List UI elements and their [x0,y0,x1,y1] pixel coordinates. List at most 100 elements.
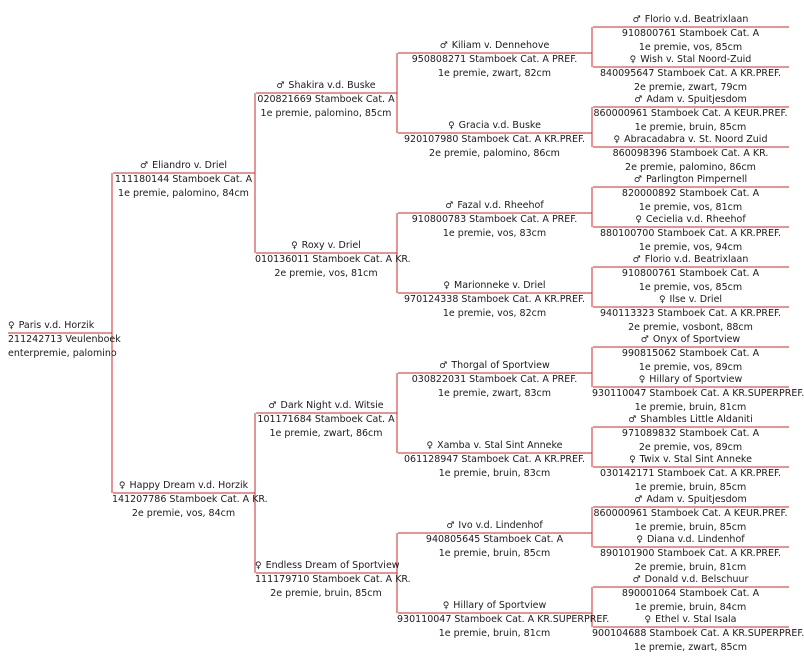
sex-icon: ♂ [632,575,641,585]
horse-name-line: ♀Hillary of Sportview [397,599,592,613]
sex-icon: ♂ [640,335,649,345]
horse-name-line: ♂Ivo v.d. Lindenhof [397,519,592,533]
sex-icon: ♀ [629,455,636,465]
horse-name: Donald v.d. Belschuur [644,574,749,585]
sex-icon: ♂ [628,415,637,425]
sex-icon: ♀ [8,321,15,331]
horse-name: Twix v. Stal Sint Anneke [639,454,752,465]
horse-node-gen5-13[interactable]: ♂Adam v. Spuitjesdom 860000961 Stamboek C… [592,493,789,534]
sex-icon: ♀ [644,615,652,625]
horse-name: Wish v. Stal Noord-Zuid [640,54,752,65]
premium-line: 1e premie, bruin, 83cm [438,467,551,479]
premium-line: 2e premie, bruin, 85cm [270,587,382,599]
horse-name-line: ♀Wish v. Stal Noord-Zuid [592,53,789,67]
horse-node-gen5-12[interactable]: ♀Twix v. Stal Sint Anneke 030142171 Stamb… [592,453,789,494]
horse-name-line: ♀Ilse v. Driel [592,293,789,307]
horse-name-line: ♀Gracia v.d. Buske [397,119,592,133]
horse-name-line: ♂Thorgal of Sportview [397,359,592,373]
sex-icon: ♂ [139,161,149,171]
premium-line: 2e premie, vos, 89cm [638,441,743,453]
sex-icon: ♀ [426,441,434,451]
horse-name-line: ♂Fazal v.d. Rheehof [397,199,592,213]
horse-name-line: ♂Onyx of Sportview [592,333,789,347]
premium-line: 1e premie, vos, 94cm [638,241,743,253]
registration-line: 860000961 Stamboek Cat. A KEUR.PREF. [593,508,788,520]
sex-icon: ♂ [276,81,285,91]
sex-icon: ♀ [629,55,637,65]
horse-name: Gracia v.d. Buske [458,120,541,131]
horse-name: Roxy v. Driel [301,240,361,251]
sex-icon: ♂ [634,495,643,505]
registration-line: 890001064 Stamboek Cat. A [621,588,760,600]
registration-line: 940113323 Stamboek Cat. A KR.PREF. [600,308,781,320]
registration-line: 940805645 Stamboek Cat. A [425,534,564,546]
registration-line: 061128947 Stamboek Cat. A KR.PREF. [404,454,585,466]
registration-line: 920107980 Stamboek Cat. A KR.PREF. [404,134,585,146]
horse-name-line: ♂Donald v.d. Belschuur [592,573,789,587]
premium-line: 1e premie, palomino, 85cm [260,107,392,119]
premium-line: 1e premie, vos, 85cm [638,281,743,293]
horse-name: Parlington Pimpernell [645,174,748,185]
premium-line: 2e premie, palomino, 86cm [625,161,756,173]
horse-name: Happy Dream v.d. Horzik [129,480,249,491]
horse-name: Adam v. Spuitjesdom [646,94,747,105]
horse-name: Cecielia v.d. Rheehof [645,214,746,225]
premium-line: 2e premie, vosbont, 88cm [628,321,753,333]
horse-name-line: ♂Dark Night v.d. Witsie [255,399,397,413]
horse-name-line: ♀Paris v.d. Horzik [8,319,112,333]
horse-name-line: ♀Roxy v. Driel [255,239,397,253]
registration-line: 880100700 Stamboek Cat. A KR.PREF. [600,228,781,240]
registration-line: 970124338 Stamboek Cat. A KR.PREF. [404,294,585,306]
registration-line: 990815062 Stamboek Cat. A [621,348,760,360]
registration-line: 211242713 Veulenboek [8,334,121,346]
horse-name: Marionneke v. Driel [454,280,546,291]
horse-name: Shakira v.d. Buske [288,80,376,91]
sex-icon: ♂ [439,361,448,371]
registration-line: 860098396 Stamboek Cat. A KR. [612,148,769,160]
horse-name: Adam v. Spuitjesdom [646,494,747,505]
sex-icon: ♂ [633,175,642,185]
sex-icon: ♀ [638,375,646,385]
horse-name: Diana v.d. Lindenhof [646,534,745,545]
premium-line: 1e premie, zwart, 83cm [437,387,552,399]
premium-line: 2e premie, vos, 81cm [274,267,378,279]
registration-line: 030142171 Stamboek Cat. A KR.PREF. [600,468,781,480]
premium-line: 2e premie, palomino, 86cm [429,147,560,159]
horse-name-line: ♀Diana v.d. Lindenhof [592,533,789,547]
premium-line: 1e premie, bruin, 85cm [634,481,747,493]
horse-name-line: ♀Endless Dream of Sportview [255,559,400,573]
sex-icon: ♀ [448,121,455,131]
registration-line: 910800761 Stamboek Cat. A [621,28,760,40]
horse-name-line: ♀Marionneke v. Driel [397,279,592,293]
